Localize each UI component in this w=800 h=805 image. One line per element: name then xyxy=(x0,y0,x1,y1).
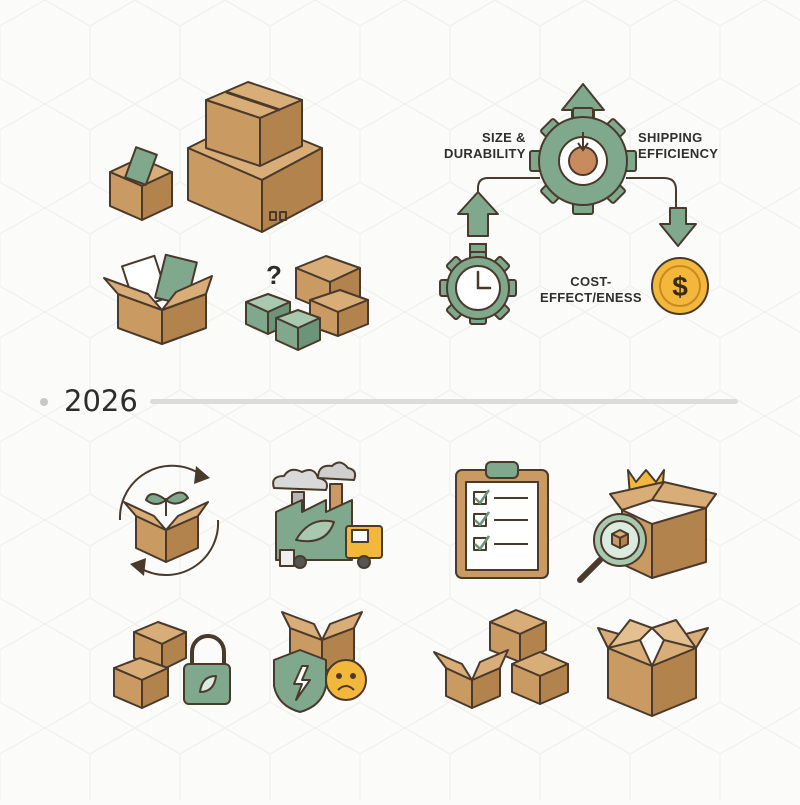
mixed-boxes-question-icon: ? xyxy=(245,255,369,351)
recycling-box-icon xyxy=(118,464,220,576)
three-open-boxes-icon xyxy=(433,609,569,709)
gear-with-arrows-icon xyxy=(529,83,637,215)
dollar-sign: $ xyxy=(672,271,688,302)
dollar-coin-icon: $ xyxy=(651,257,709,315)
open-box-with-documents-icon xyxy=(103,253,213,345)
boxes-with-lock-icon xyxy=(113,621,231,709)
label-size-durability: SIZE & DURABILITY xyxy=(444,130,526,161)
checklist-clipboard-icon xyxy=(455,461,549,579)
stopwatch-gear-icon xyxy=(439,243,517,325)
stacked-boxes-icon xyxy=(109,81,323,233)
label-cost-effectiveness: COST- EFFECT/ENESS xyxy=(540,274,642,305)
timeline-year: 2026 xyxy=(64,384,138,418)
large-open-box-icon xyxy=(597,619,709,717)
shield-box-sad-face-icon xyxy=(273,611,367,713)
question-mark: ? xyxy=(266,260,282,290)
arrow-down-icon xyxy=(659,207,697,247)
timeline-dot xyxy=(40,398,48,406)
timeline-bar xyxy=(150,399,738,404)
label-shipping-efficiency: SHIPPING EFFICIENCY xyxy=(638,130,719,161)
magnifier-box-crown-icon xyxy=(577,469,717,583)
factory-truck-icon xyxy=(272,461,383,569)
arrow-up-icon xyxy=(457,191,499,237)
cycle-connectors xyxy=(477,177,677,210)
